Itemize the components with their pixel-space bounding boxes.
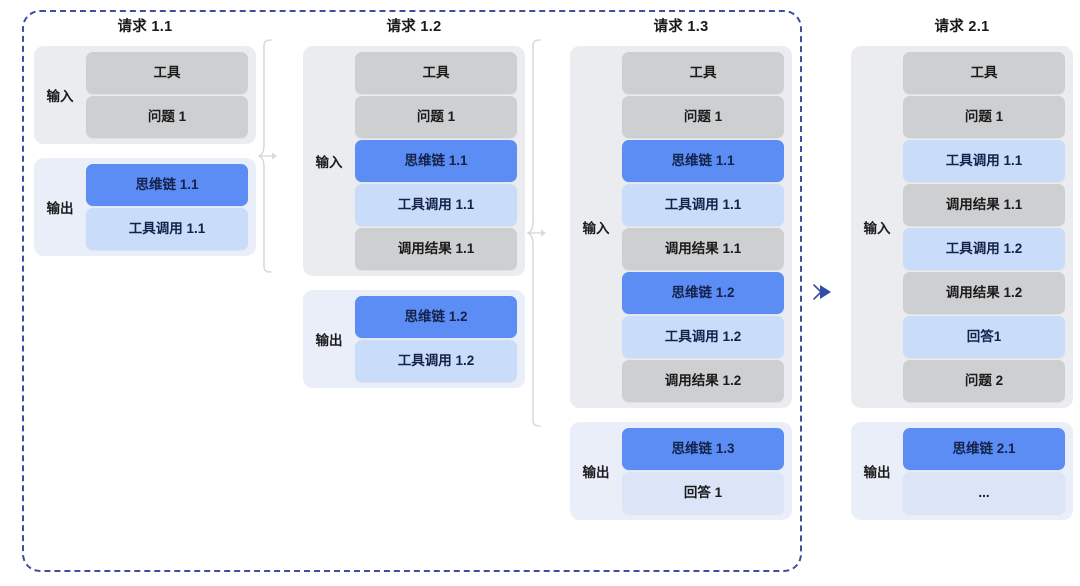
request-column-1-3: 请求 1.3 输入 工具 问题 1 思维链 1.1 工具调用 1.1 调用结果 … (570, 18, 792, 534)
list-item[interactable]: 调用结果 1.1 (903, 184, 1065, 226)
list-item[interactable]: 问题 1 (86, 96, 248, 138)
request-column-1-1: 请求 1.1 输入 工具 问题 1 输出 思维链 1.1 工具调用 1.1 (34, 18, 256, 270)
list-item[interactable]: 调用结果 1.1 (355, 228, 517, 270)
list-item[interactable]: 工具调用 1.1 (86, 208, 248, 250)
output-label: 输出 (863, 465, 891, 480)
connector-brace-2 (527, 38, 553, 428)
output-panel: 输出 思维链 1.1 工具调用 1.1 (34, 158, 256, 256)
list-item[interactable]: ... (903, 472, 1065, 514)
list-item[interactable]: 工具调用 1.1 (903, 140, 1065, 182)
output-panel: 输出 思维链 1.3 回答 1 (570, 422, 792, 520)
output-label: 输出 (582, 465, 610, 480)
column-title: 请求 1.2 (386, 19, 442, 35)
list-item[interactable]: 回答1 (903, 316, 1065, 358)
input-panel: 输入 工具 问题 1 工具调用 1.1 调用结果 1.1 工具调用 1.2 调用… (851, 46, 1073, 408)
connector-brace-1 (258, 38, 284, 274)
session-transition-arrow-icon (812, 282, 834, 302)
list-item[interactable]: 工具调用 1.1 (622, 184, 784, 226)
input-label: 输入 (315, 155, 343, 170)
input-item-list: 工具 问题 1 工具调用 1.1 调用结果 1.1 工具调用 1.2 调用结果 … (903, 52, 1065, 402)
list-item[interactable]: 工具调用 1.2 (622, 316, 784, 358)
list-item[interactable]: 调用结果 1.2 (903, 272, 1065, 314)
list-item[interactable]: 问题 1 (355, 96, 517, 138)
input-panel: 输入 工具 问题 1 思维链 1.1 工具调用 1.1 调用结果 1.1 思维链… (570, 46, 792, 408)
list-item[interactable]: 思维链 1.2 (622, 272, 784, 314)
input-item-list: 工具 问题 1 思维链 1.1 工具调用 1.1 调用结果 1.1 (355, 52, 517, 270)
column-title: 请求 1.1 (117, 19, 173, 35)
list-item[interactable]: 问题 1 (622, 96, 784, 138)
input-item-list: 工具 问题 1 思维链 1.1 工具调用 1.1 调用结果 1.1 思维链 1.… (622, 52, 784, 402)
input-item-list: 工具 问题 1 (86, 52, 248, 138)
output-item-list: 思维链 1.1 工具调用 1.1 (86, 164, 248, 250)
list-item[interactable]: 思维链 1.2 (355, 296, 517, 338)
input-panel: 输入 工具 问题 1 思维链 1.1 工具调用 1.1 调用结果 1.1 (303, 46, 525, 276)
list-item[interactable]: 调用结果 1.2 (622, 360, 784, 402)
list-item[interactable]: 思维链 1.1 (355, 140, 517, 182)
output-item-list: 思维链 1.2 工具调用 1.2 (355, 296, 517, 382)
list-item[interactable]: 调用结果 1.1 (622, 228, 784, 270)
output-panel: 输出 思维链 1.2 工具调用 1.2 (303, 290, 525, 388)
output-label: 输出 (46, 201, 74, 216)
list-item[interactable]: 问题 1 (903, 96, 1065, 138)
column-title: 请求 2.1 (934, 19, 990, 35)
output-panel: 输出 思维链 2.1 ... (851, 422, 1073, 520)
list-item[interactable]: 工具 (86, 52, 248, 94)
list-item[interactable]: 思维链 2.1 (903, 428, 1065, 470)
input-label: 输入 (863, 221, 891, 236)
input-label: 输入 (582, 221, 610, 236)
column-title: 请求 1.3 (653, 19, 709, 35)
list-item[interactable]: 工具 (622, 52, 784, 94)
list-item[interactable]: 工具 (903, 52, 1065, 94)
list-item[interactable]: 思维链 1.1 (86, 164, 248, 206)
list-item[interactable]: 思维链 1.1 (622, 140, 784, 182)
list-item[interactable]: 工具调用 1.1 (355, 184, 517, 226)
list-item[interactable]: 回答 1 (622, 472, 784, 514)
list-item[interactable]: 工具 (355, 52, 517, 94)
input-label: 输入 (46, 89, 74, 104)
input-panel: 输入 工具 问题 1 (34, 46, 256, 144)
request-column-1-2: 请求 1.2 输入 工具 问题 1 思维链 1.1 工具调用 1.1 调用结果 … (303, 18, 525, 402)
output-item-list: 思维链 1.3 回答 1 (622, 428, 784, 514)
list-item[interactable]: 问题 2 (903, 360, 1065, 402)
list-item[interactable]: 思维链 1.3 (622, 428, 784, 470)
output-item-list: 思维链 2.1 ... (903, 428, 1065, 514)
request-column-2-1: 请求 2.1 输入 工具 问题 1 工具调用 1.1 调用结果 1.1 工具调用… (851, 18, 1073, 534)
list-item[interactable]: 工具调用 1.2 (903, 228, 1065, 270)
list-item[interactable]: 工具调用 1.2 (355, 340, 517, 382)
output-label: 输出 (315, 333, 343, 348)
